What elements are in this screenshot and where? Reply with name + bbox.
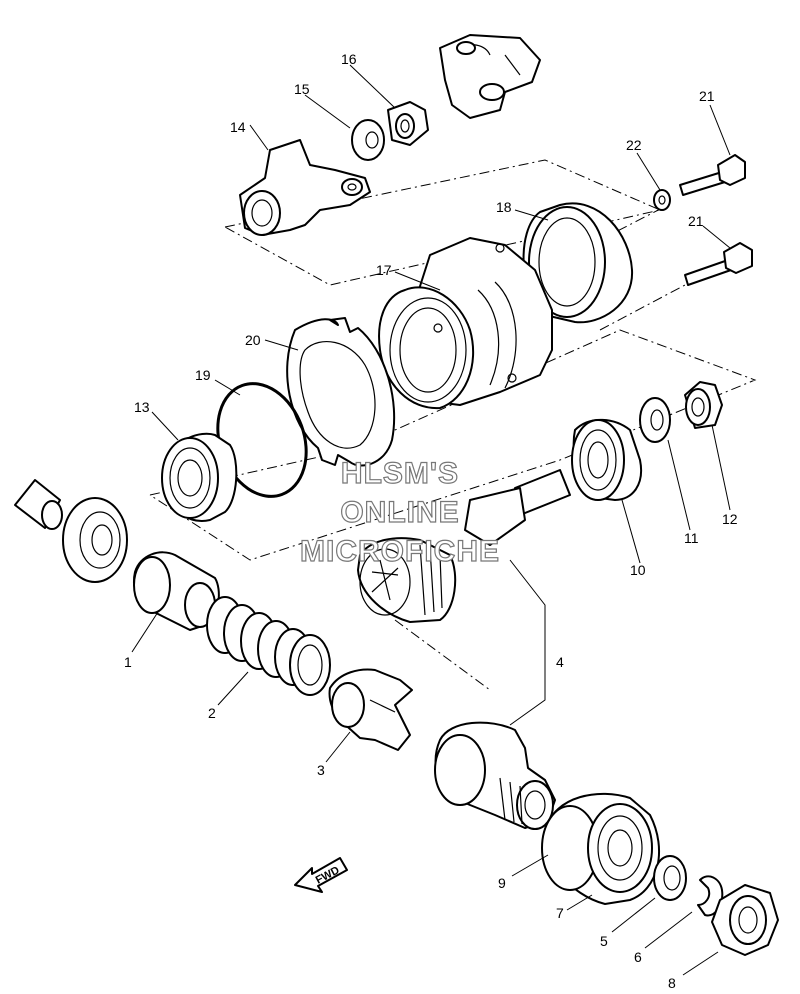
forward-direction-arrow: FWD <box>294 857 348 893</box>
watermark-line-3: MICROFICHE <box>300 535 500 568</box>
callout-13: 13 <box>134 399 150 415</box>
watermark-line-1: HLSM'S <box>341 457 459 490</box>
spring-2 <box>206 596 331 696</box>
bolt-21-lower <box>684 242 753 286</box>
callout-2: 2 <box>208 705 216 721</box>
bearing-cover-18 <box>522 202 634 324</box>
callout-17: 17 <box>376 262 392 278</box>
oil-seal <box>62 497 128 583</box>
callout-18: 18 <box>496 199 512 215</box>
drive-shaft-end <box>14 479 63 530</box>
callout-6: 6 <box>634 949 642 965</box>
callout-15: 15 <box>294 81 310 97</box>
callout-14: 14 <box>230 119 246 135</box>
nut-8 <box>711 884 779 956</box>
callout-5: 5 <box>600 933 608 949</box>
callout-22: 22 <box>626 137 642 153</box>
bearing-7 <box>541 792 661 905</box>
callout-3: 3 <box>317 762 325 778</box>
universal-joint <box>439 34 541 119</box>
watermark-line-2: ONLINE <box>340 496 459 529</box>
watermark: HLSM'S ONLINE MICROFICHE <box>299 456 500 568</box>
callout-12: 12 <box>722 511 738 527</box>
callout-labels: 1 2 3 4 5 6 7 8 9 10 11 12 13 14 15 16 1… <box>124 51 738 991</box>
leader-lines <box>131 64 731 976</box>
bearing-housing-17 <box>378 237 553 410</box>
callout-4: 4 <box>556 654 564 670</box>
bracket-4 <box>509 559 546 726</box>
callout-11: 11 <box>684 530 699 546</box>
center-line-bolt-upper <box>599 204 669 241</box>
callout-21-lower: 21 <box>688 213 704 229</box>
callout-10: 10 <box>630 562 646 578</box>
callout-19: 19 <box>195 367 211 383</box>
bolt-21-upper <box>679 154 746 196</box>
center-line-bolt-lower <box>599 284 686 331</box>
callout-1: 1 <box>124 654 132 670</box>
callout-20: 20 <box>245 332 261 348</box>
washer-22 <box>653 189 671 211</box>
fwd-label: FWD <box>314 864 342 886</box>
callout-7: 7 <box>556 905 564 921</box>
gear-shaft-9 <box>434 721 556 830</box>
yoke-14 <box>239 139 371 236</box>
washer-11 <box>639 397 671 443</box>
shim-plate-20 <box>286 317 396 467</box>
bearing-10 <box>571 418 643 501</box>
bearing-13 <box>161 432 238 522</box>
callout-16: 16 <box>341 51 357 67</box>
drive-pinion-4 <box>357 469 571 623</box>
sleeve-1 <box>132 551 220 631</box>
nut-12 <box>684 381 723 429</box>
nut-16 <box>387 101 429 146</box>
washer-15 <box>351 119 385 161</box>
center-line-shaft <box>394 619 491 691</box>
callout-8: 8 <box>668 975 676 991</box>
callout-9: 9 <box>498 875 506 891</box>
washer-5 <box>653 855 687 901</box>
callout-21-upper: 21 <box>699 88 715 104</box>
cam-follower-3 <box>328 668 413 751</box>
